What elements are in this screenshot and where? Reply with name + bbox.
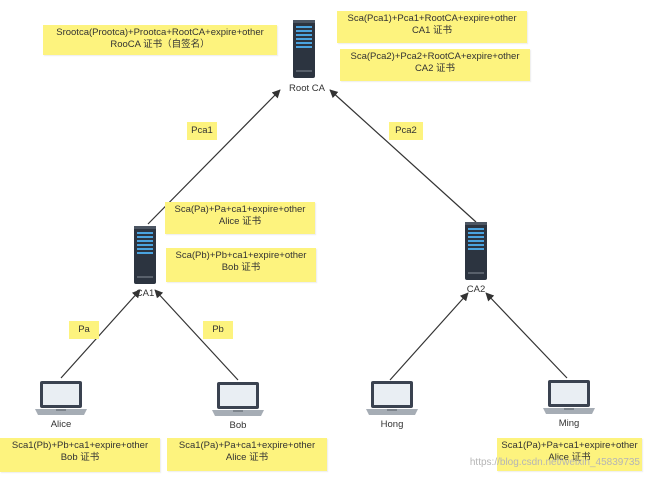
- note-ca2-cert: Sca(Pca2)+Pca2+RootCA+expire+other CA2 证…: [340, 49, 530, 81]
- edge-ming-to-ca2: [485, 292, 568, 379]
- note-line-2: Alice 证书: [225, 451, 269, 463]
- edge-label-pca1: Pca1: [187, 122, 217, 140]
- note-line-2: CA1 证书: [411, 24, 453, 36]
- watermark-text: https://blog.csdn.net/weixin_45839735: [469, 457, 640, 468]
- note-line-1: Sca1(Pb)+Pb+ca1+expire+other: [11, 440, 149, 451]
- note-bob-cert-ca1: Sca(Pb)+Pb+ca1+expire+other Bob 证书: [166, 248, 316, 282]
- edge-alice-to-ca1: [60, 289, 141, 379]
- ca2-server-icon: [464, 222, 488, 285]
- bob-laptop-icon: [212, 381, 264, 422]
- note-line-1: Srootca(Prootca)+Prootca+RootCA+expire+o…: [56, 27, 264, 38]
- edge-bob-to-ca1: [154, 289, 239, 381]
- ca1-server-icon: [133, 226, 157, 289]
- note-line-2: Alice 证书: [548, 451, 591, 463]
- ming-label: Ming: [558, 418, 580, 429]
- edge-label-pca2: Pca2: [389, 122, 423, 140]
- note-line-1: Sca(Pca1)+Pca1+RootCA+expire+other: [347, 13, 517, 24]
- edge-label-pa: Pa: [69, 321, 99, 339]
- note-line-1: Sca1(Pa)+Pa+ca1+expire+other: [501, 440, 638, 451]
- hong-label: Hong: [380, 419, 404, 430]
- note-line-2: CA2 证书: [414, 62, 456, 74]
- edge-ca1-to-root: [147, 89, 281, 225]
- alice-label: Alice: [50, 419, 72, 430]
- note-alice-cert-ca1: Sca(Pa)+Pa+ca1+expire+other Alice 证书: [165, 202, 315, 234]
- ca1-label: CA1: [135, 288, 155, 299]
- note-line-2: Bob 证书: [221, 261, 261, 273]
- edge-hong-to-ca2: [389, 292, 469, 381]
- root-ca-label: Root CA: [289, 83, 325, 94]
- ca2-label: CA2: [466, 284, 486, 295]
- hong-laptop-icon: [366, 380, 418, 421]
- edge-ca2-to-root: [329, 89, 477, 223]
- ming-laptop-icon: [543, 379, 595, 420]
- note-line-1: Sca1(Pa)+Pa+ca1+expire+other: [178, 440, 316, 451]
- alice-laptop-icon: [35, 380, 87, 421]
- edge-label-pb: Pb: [203, 321, 233, 339]
- note-line-1: Sca(Pb)+Pb+ca1+expire+other: [175, 250, 307, 261]
- note-line-1: Sca(Pca2)+Pca2+RootCA+expire+other: [350, 51, 520, 62]
- note-alice-cert-held-by-ming: Sca1(Pa)+Pa+ca1+expire+other Alice 证书: [497, 438, 642, 471]
- note-line-2: Alice 证书: [218, 215, 262, 227]
- root-ca-server-icon: [292, 20, 316, 83]
- note-bob-cert-held-by-alice: Sca1(Pb)+Pb+ca1+expire+other Bob 证书: [0, 438, 160, 472]
- note-line-2: RooCA 证书（自签名）: [110, 38, 210, 50]
- note-line-2: Bob 证书: [60, 451, 100, 463]
- note-alice-cert-held-by-bob: Sca1(Pa)+Pa+ca1+expire+other Alice 证书: [167, 438, 327, 471]
- note-line-1: Sca(Pa)+Pa+ca1+expire+other: [174, 204, 306, 215]
- bob-label: Bob: [229, 420, 247, 431]
- note-root-self-signed-cert: Srootca(Prootca)+Prootca+RootCA+expire+o…: [43, 25, 277, 55]
- note-ca1-cert: Sca(Pca1)+Pca1+RootCA+expire+other CA1 证…: [337, 11, 527, 43]
